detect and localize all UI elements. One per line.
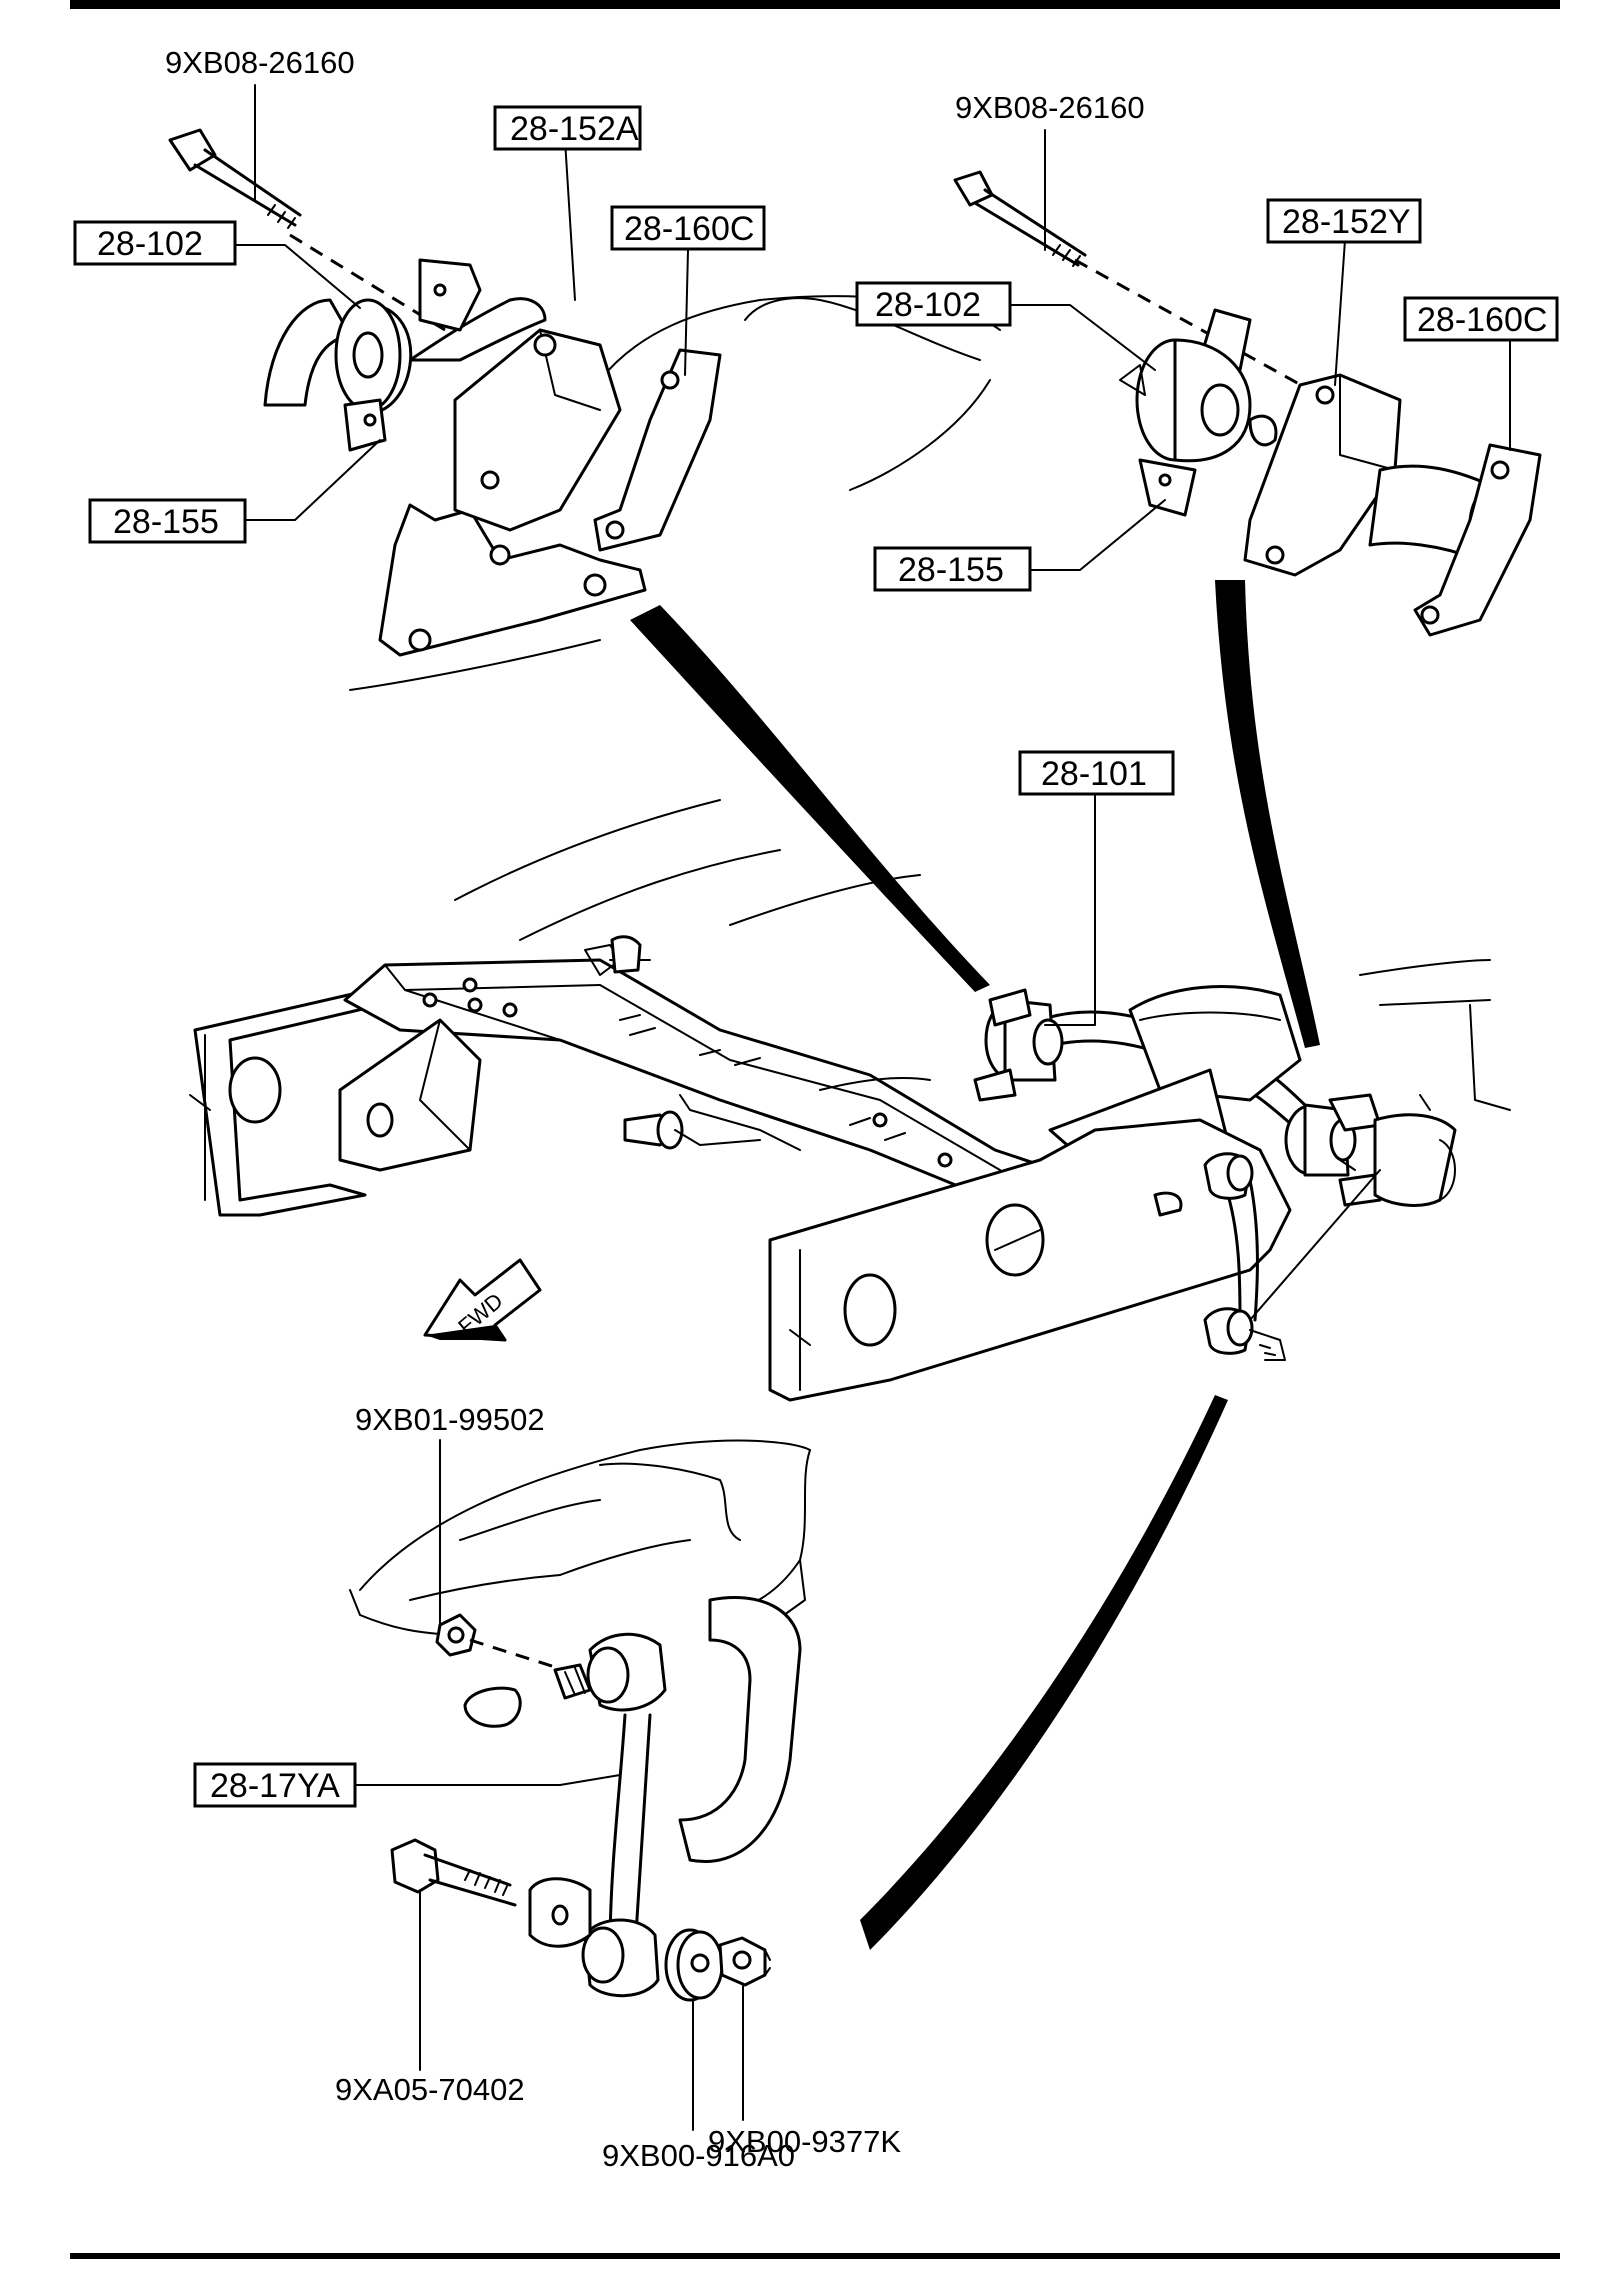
detail-left-leader: [630, 605, 990, 992]
callout-bracket-left: 28-152A: [493, 105, 642, 151]
callout-clamp-left: 28-160C: [610, 205, 766, 251]
callout-link: 28-17YA: [193, 1762, 357, 1808]
callout-leaders: [234, 84, 1511, 2131]
callout-bushing-left: 28-102: [73, 220, 237, 266]
callout-clamp-right: 28-160C: [1403, 296, 1559, 342]
callout-washer: 9XB00-916A0: [602, 2138, 795, 2173]
callout-link-bolt: 9XA05-70402: [335, 2072, 525, 2107]
callout-clamp-left-text: 28-160C: [624, 210, 754, 248]
detail-left-mount: [168, 128, 1001, 691]
callout-nut-top: 9XB01-99502: [355, 1402, 545, 1437]
callout-nut-bottom: 9XB00-9377K: [708, 2124, 901, 2159]
callout-retainer-right: 28-155: [873, 546, 1032, 592]
top-rule: [70, 0, 1560, 9]
callout-bracket-right-text: 28-152Y: [1282, 203, 1411, 241]
callout-retainer-left: 28-155: [88, 498, 247, 544]
callout-bolt-right: 9XB08-26160: [955, 90, 1145, 125]
callout-retainer-right-text: 28-155: [898, 551, 1004, 589]
main-assembly: [189, 799, 1511, 1402]
detail-link-assembly: [349, 1439, 811, 2002]
callout-bushing-right-text: 28-102: [875, 286, 981, 324]
callout-retainer-left-text: 28-155: [113, 503, 219, 541]
detail-right-leader: [1215, 580, 1320, 1048]
detail-right-mount: [953, 170, 1542, 637]
callout-clamp-right-text: 28-160C: [1417, 301, 1547, 339]
detail-bottom-leader: [860, 1395, 1228, 1950]
fwd-arrow: FWD: [423, 1258, 542, 1342]
callout-bracket-left-text: 28-152A: [510, 110, 639, 148]
callout-stabilizer-bar-text: 28-101: [1041, 755, 1147, 793]
bottom-rule: [70, 2253, 1560, 2259]
callout-bushing-right: 28-102: [855, 281, 1012, 327]
callout-stabilizer-bar: 28-101: [1018, 750, 1175, 796]
callout-bushing-left-text: 28-102: [97, 225, 203, 263]
callout-bracket-right: 28-152Y: [1266, 198, 1422, 244]
callout-link-text: 28-17YA: [210, 1767, 340, 1805]
callout-bolt-left: 9XB08-26160: [165, 45, 355, 80]
